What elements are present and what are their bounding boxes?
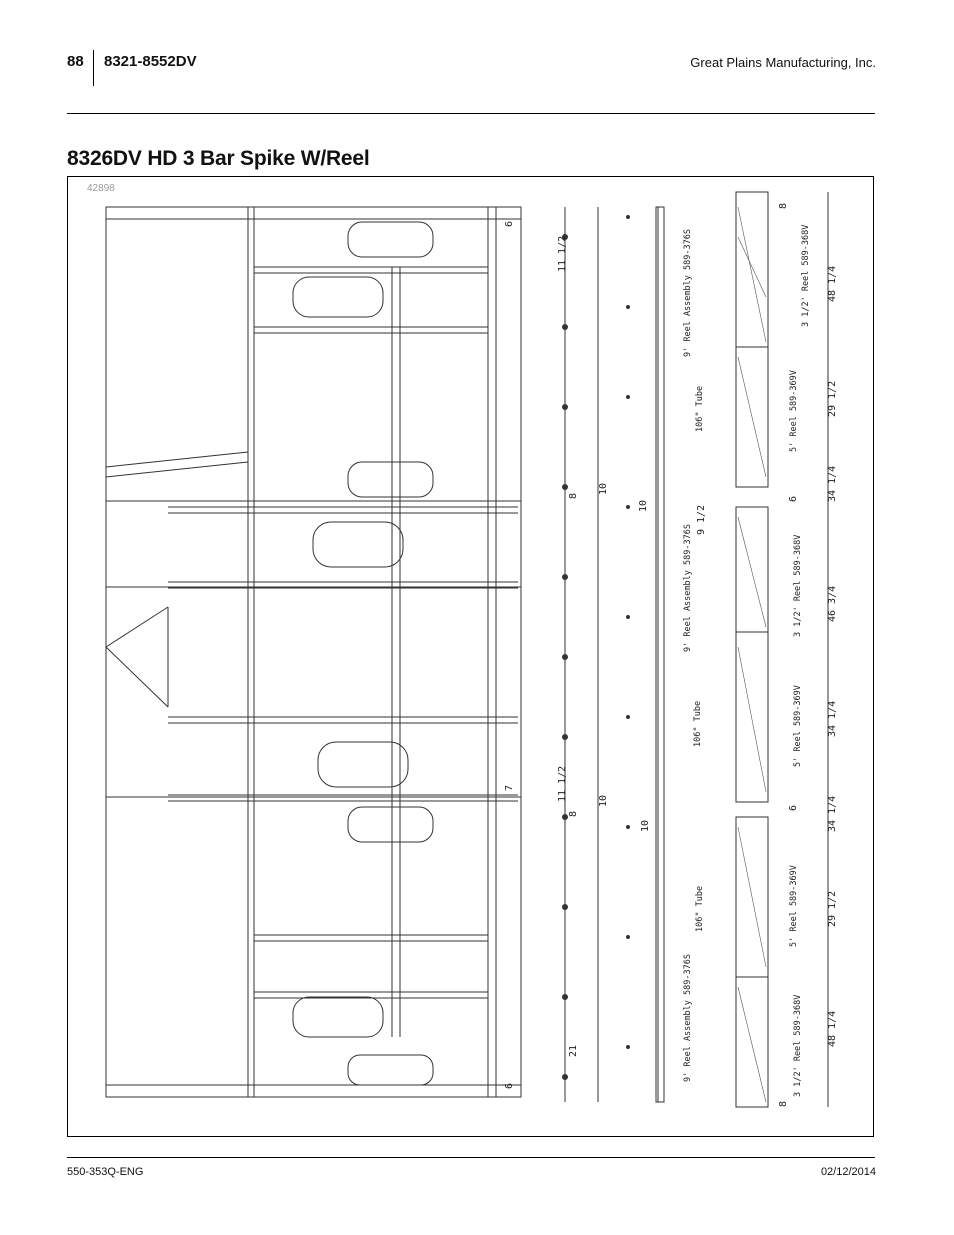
reel-assembly-label: 9' Reel Assembly 589-376S bbox=[683, 229, 693, 357]
dim-label: 34 1/4 bbox=[827, 466, 838, 502]
dim-label: 21 bbox=[568, 1045, 579, 1057]
document-number: 550-353Q-ENG bbox=[67, 1166, 144, 1178]
model-range: 8321-8552DV bbox=[104, 53, 197, 70]
parts-diagram: 42898 bbox=[67, 176, 874, 1137]
dim-label: 10 bbox=[598, 795, 609, 807]
dim-label: 29 1/2 bbox=[827, 891, 838, 927]
dim-label: 10 bbox=[598, 483, 609, 495]
dim-label: 8 bbox=[778, 1101, 789, 1107]
page-title: 8326DV HD 3 Bar Spike W/Reel bbox=[67, 147, 370, 170]
document-date: 02/12/2014 bbox=[820, 1166, 876, 1178]
dim-label: 11 1/2 bbox=[557, 236, 568, 272]
tube-label: 106" Tube bbox=[693, 701, 703, 747]
header-divider bbox=[93, 50, 94, 86]
dim-label: 6 bbox=[788, 805, 799, 811]
dim-label: 9 1/2 bbox=[696, 505, 707, 535]
reel-assembly-label: 9' Reel Assembly 589-376S bbox=[683, 954, 693, 1082]
dim-label: 34 1/4 bbox=[827, 701, 838, 737]
dim-label: 6 bbox=[788, 496, 799, 502]
page-number: 88 bbox=[67, 53, 84, 70]
reel-label: 3 1/2' Reel 589-368V bbox=[793, 535, 803, 637]
dim-label: 34 1/4 bbox=[827, 796, 838, 832]
dim-label: 10 bbox=[640, 820, 651, 832]
figure-id: 42898 bbox=[87, 183, 115, 194]
company-name: Great Plains Manufacturing, Inc. bbox=[690, 55, 876, 70]
tube-label: 106" Tube bbox=[695, 886, 705, 932]
dim-label: 11 1/2 bbox=[557, 766, 568, 802]
header-rule bbox=[67, 113, 875, 114]
reel-label: 3 1/2' Reel 589-368V bbox=[793, 995, 803, 1097]
dim-label: 7 bbox=[504, 785, 515, 791]
reel-label: 5' Reel 589-369V bbox=[789, 370, 799, 452]
dim-label: 6 bbox=[504, 221, 515, 227]
frame-drawing: 6 11 1/2 8 10 10 9 1/2 7 11 1/2 8 10 10 … bbox=[105, 191, 838, 1108]
reel-label: 5' Reel 589-369V bbox=[793, 685, 803, 767]
reel-label: 3 1/2' Reel 589-368V bbox=[801, 225, 811, 327]
reel-label: 5' Reel 589-369V bbox=[789, 865, 799, 947]
tube-label: 106" Tube bbox=[695, 386, 705, 432]
dim-label: 48 1/4 bbox=[827, 266, 838, 302]
dim-label: 29 1/2 bbox=[827, 381, 838, 417]
dim-label: 10 bbox=[638, 500, 649, 512]
footer-rule bbox=[67, 1157, 875, 1158]
dim-label: 6 bbox=[504, 1083, 515, 1089]
dim-label: 8 bbox=[568, 493, 579, 499]
dim-label: 48 1/4 bbox=[827, 1011, 838, 1047]
reel-assembly-label: 9' Reel Assembly 589-376S bbox=[683, 524, 693, 652]
dim-label: 8 bbox=[778, 203, 789, 209]
dim-label: 46 3/4 bbox=[827, 586, 838, 622]
dim-label: 8 bbox=[568, 811, 579, 817]
